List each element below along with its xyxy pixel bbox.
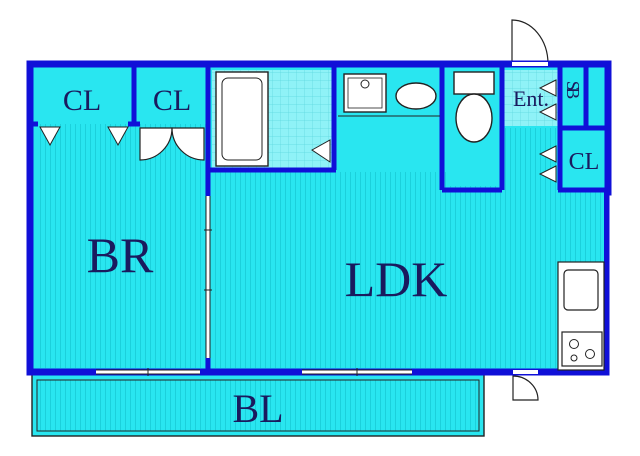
closet-left-area bbox=[36, 70, 132, 124]
toilet-icon bbox=[453, 71, 495, 143]
kitchen-sink-icon bbox=[563, 269, 599, 311]
closet-door-icon bbox=[538, 79, 557, 183]
washing-machine-pan-icon bbox=[343, 73, 387, 113]
closet-door-icon bbox=[39, 126, 129, 147]
closet-entry-area bbox=[562, 132, 604, 188]
closet-mid-label: CL bbox=[153, 84, 191, 117]
bedroom-label: BR bbox=[87, 227, 154, 283]
balcony-label: BL bbox=[232, 386, 283, 431]
living-label: LDK bbox=[345, 251, 448, 307]
closet-door-icon bbox=[139, 127, 205, 161]
balcony bbox=[31, 373, 485, 437]
closet-mid-area bbox=[136, 70, 208, 124]
shoe-box-label: S B bbox=[563, 81, 583, 100]
living-area bbox=[212, 172, 604, 368]
entrance-label: Ent. bbox=[513, 86, 549, 111]
closet-left-label: CL bbox=[63, 84, 101, 117]
balcony-door bbox=[512, 375, 539, 401]
closet-entry-label: CL bbox=[569, 149, 600, 175]
window-frames bbox=[96, 196, 412, 376]
bathtub-icon bbox=[215, 71, 331, 167]
entry-door bbox=[511, 19, 549, 65]
washbasin-icon bbox=[392, 74, 438, 114]
bedroom-area bbox=[36, 124, 208, 368]
stove-icon bbox=[561, 331, 603, 367]
